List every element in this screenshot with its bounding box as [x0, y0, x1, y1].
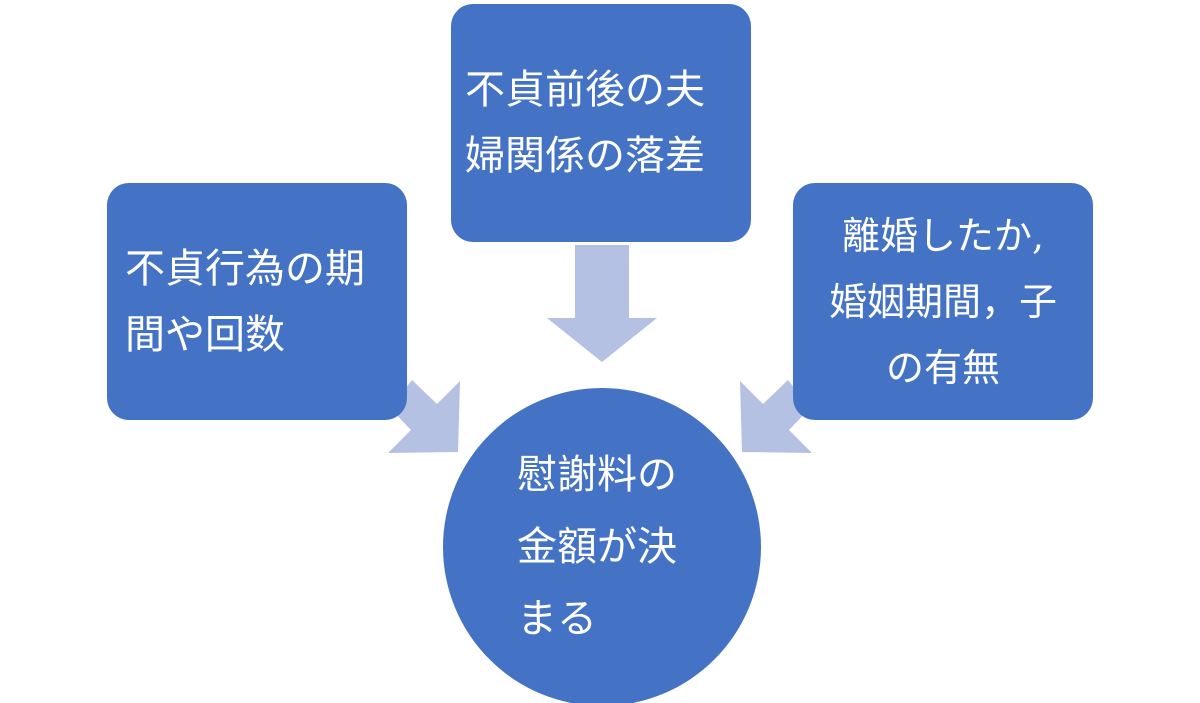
result-label-consolation-amount: 慰謝料の 金額が決 まる	[517, 452, 677, 642]
factor-box-divorce-marriage-children: 離婚したか, 婚姻期間，子 の有無	[793, 183, 1093, 420]
factor-label-divorce-marriage-children: 離婚したか, 婚姻期間，子 の有無	[828, 213, 1057, 390]
factor-label-affair-duration: 不貞行為の期 間や回数	[125, 245, 365, 358]
result-circle-consolation-amount: 慰謝料の 金額が決 まる	[443, 388, 761, 703]
factor-box-marital-relationship-change: 不貞前後の夫 婦関係の落差	[451, 4, 751, 242]
factor-label-marital-relationship-change: 不貞前後の夫 婦関係の落差	[465, 67, 705, 179]
factor-box-affair-duration: 不貞行為の期 間や回数	[107, 183, 407, 420]
arrow-top-to-center	[547, 245, 657, 362]
